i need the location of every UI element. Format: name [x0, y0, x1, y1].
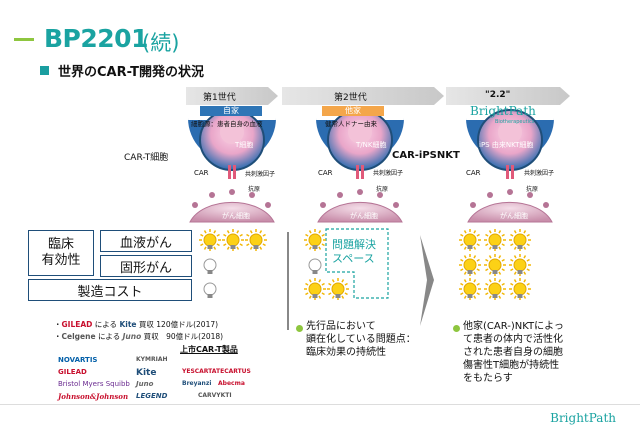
lit-bulb-icon [459, 278, 481, 300]
lit-bulb-icon [304, 278, 326, 300]
gen2-source-note: 健常人ドナー由来 [325, 120, 377, 128]
lit-bulb-icon [509, 254, 531, 276]
novartis-logo: NOVARTIS [58, 356, 98, 364]
manufacturing-cost-box: 製造コスト [28, 279, 192, 301]
gen3-note: 他家(CAR-)NKTによっ て患者の体内で活性化 された患者自身の細胞 傷害性… [463, 321, 564, 384]
problem-space-label: 問題解決 スペース [332, 238, 376, 265]
gen3-cell-label: iPS 由来NKT細胞 [479, 141, 534, 149]
lit-bulb-icon [222, 229, 244, 251]
acquisition-amount: 買収 90億ドル(2018) [143, 332, 224, 341]
unlit-bulb-icon [203, 258, 217, 274]
car-ipsnkt-label: CAR-iPSNKT [392, 150, 460, 161]
kite-logo: Kite [136, 368, 157, 378]
tecartus-logo: TECARTUS [216, 368, 251, 375]
subtitle-bullet-icon [40, 66, 49, 75]
lit-bulb-icon [199, 229, 221, 251]
page-title: BP2201 [44, 24, 148, 53]
gen2-antigen-label: 抗原 [376, 186, 389, 193]
gen1-t-cell-icon [188, 109, 276, 179]
gen3-label: "2.2" [485, 90, 511, 100]
gen1-antigen-label: 抗原 [248, 186, 261, 193]
gen1-cancer-cell-icon [189, 189, 275, 223]
juno-logo: Juno [122, 332, 142, 341]
carvykti-logo: CARVYKTI [198, 392, 232, 399]
gen2-source-tag: 他家 [322, 106, 384, 116]
gen3-costim-label: 共刺激因子 [524, 170, 555, 177]
gen2-costim-label: 共刺激因子 [373, 170, 404, 177]
gen2-cancer-cell-icon [317, 189, 403, 223]
gen2-cell-label: T/NK細胞 [356, 141, 387, 149]
gen1-label: 第1世代 [203, 93, 236, 103]
kymriah-logo: KYMRIAH [136, 356, 168, 363]
celgene-logo: Celgene [61, 332, 96, 341]
page-title-suffix: (続) [142, 31, 180, 55]
unlit-bulb-icon [308, 258, 322, 274]
gen1-costim-label: 共刺激因子 [245, 171, 276, 178]
gen2-note: 先行品において 顕在化している問題点： 臨床効果の持続性 [306, 321, 416, 358]
lit-bulb-icon [509, 229, 531, 251]
acquisition-amount: 買収 120億ドル(2017) [138, 320, 219, 329]
title-accent-bar [14, 38, 34, 41]
gen2-t-nk-cell-icon [316, 109, 404, 179]
brightpath-logo-sub: Biotherapeutics [495, 119, 535, 125]
lit-bulb-icon [459, 254, 481, 276]
yescarta-logo: YESCARTA [182, 368, 217, 375]
gilead-logo: GILEAD [61, 320, 93, 329]
note-bullet-icon [453, 325, 460, 332]
subtitle: 世界のCAR-T開発の状況 [58, 65, 204, 80]
gilead-logo: GILEAD [58, 368, 87, 376]
lit-bulb-icon [484, 229, 506, 251]
lit-bulb-icon [509, 278, 531, 300]
gen1-source-note: 細胞源：患者自身の血液 [191, 120, 263, 128]
gen3-car-label: CAR [466, 169, 481, 177]
blood-cancer-box: 血液がん [100, 230, 192, 252]
acquisition-connector: による [94, 320, 118, 329]
car-t-cell-label: CAR-T細胞 [124, 153, 169, 163]
gen3-ipsnkt-cell-icon [466, 109, 554, 179]
unlit-bulb-icon [203, 282, 217, 298]
solid-cancer-box: 固形がん [100, 255, 192, 277]
lit-bulb-icon [245, 229, 267, 251]
gen2-label: 第2世代 [334, 93, 367, 103]
gen2-car-label: CAR [318, 169, 333, 177]
acquisition-connector: による [97, 332, 121, 341]
gen3-cancer-cell-icon [467, 189, 553, 223]
note-bullet-icon [296, 325, 303, 332]
brightpath-logo: BrightPath [470, 104, 536, 118]
products-title: 上市CAR-T製品 [180, 345, 238, 354]
jnj-logo: Johnson&Johnson [58, 392, 129, 401]
gen1-target-label: がん細胞 [222, 212, 250, 220]
breyanzi-logo: Breyanzi [182, 380, 212, 387]
lit-bulb-icon [327, 278, 349, 300]
kite-logo: Kite [119, 320, 137, 329]
gen2-target-label: がん細胞 [350, 212, 378, 220]
bms-logo: Bristol Myers Squibb [58, 380, 130, 388]
acquisition-row-juno: ・Celgene による Juno 買収 90億ドル(2018) [54, 332, 224, 341]
chevron-right-icon [420, 235, 434, 326]
gen1-car-label: CAR [194, 169, 209, 177]
footer-divider [0, 404, 640, 405]
acquisition-row-kite: ・GILEAD による Kite 買収 120億ドル(2017) [54, 320, 219, 329]
lit-bulb-icon [459, 229, 481, 251]
gen3-target-label: がん細胞 [500, 212, 528, 220]
lit-bulb-icon [304, 229, 326, 251]
abecma-logo: Abecma [218, 380, 245, 387]
juno-logo: Juno [136, 380, 154, 388]
gen3-antigen-label: 抗原 [526, 186, 539, 193]
gen1-cell-label: T細胞 [235, 141, 254, 149]
lit-bulb-icon [484, 278, 506, 300]
legend-logo: LEGEND [136, 392, 168, 400]
gen1-source-tag: 自家 [200, 106, 262, 116]
footer-logo: BrightPath [550, 411, 616, 425]
clinical-efficacy-box: 臨床 有効性 [28, 230, 94, 276]
lit-bulb-icon [484, 254, 506, 276]
